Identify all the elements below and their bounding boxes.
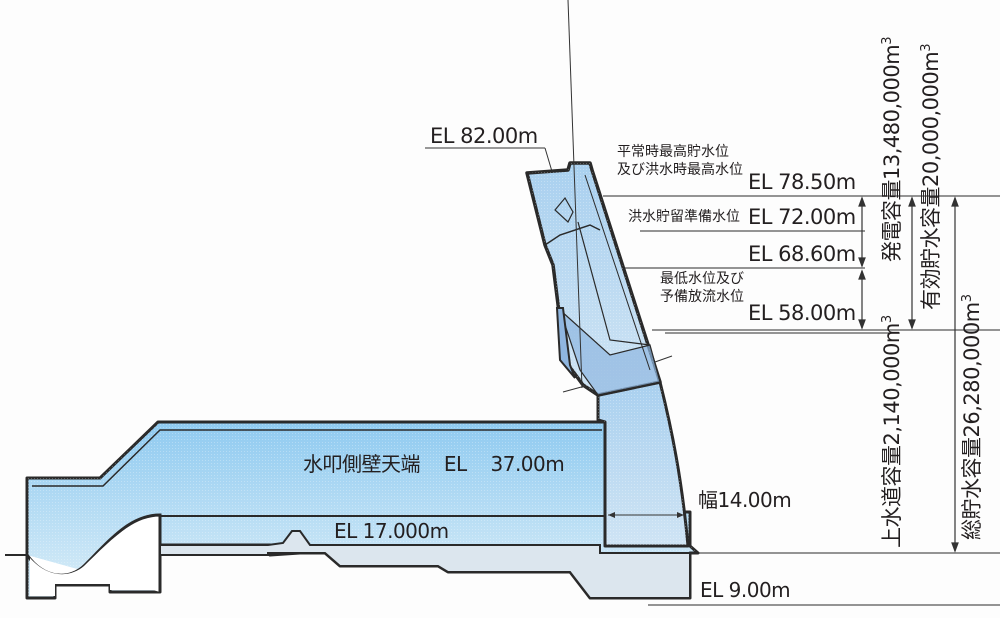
dimension-arrows — [858, 196, 959, 553]
side-wall-label: 水叩側壁天端 EL 37.00m — [303, 452, 565, 476]
crest-elevation-label: EL 82.00m — [430, 124, 538, 148]
level-name-normal-max: 平常時最高貯水位 及び洪水時最高水位 — [617, 143, 743, 179]
side-wall-value: 37.00m — [490, 452, 565, 476]
stilling-basin — [5, 420, 700, 600]
pier-width-label: 幅14.00m — [698, 488, 792, 512]
foundation-elevation-label: EL 9.00m — [700, 578, 791, 602]
effective-capacity-label: 有効貯水容量20,000,000m3 — [915, 44, 945, 310]
level-name-line1: 最低水位及び — [660, 271, 744, 287]
floor-elevation-label: EL 17.000m — [334, 519, 449, 543]
dam-gate-structure — [525, 0, 673, 397]
level-name-line2: 及び洪水時最高水位 — [617, 162, 743, 178]
dam-pier — [596, 380, 690, 548]
power-capacity-name: 発電容量 — [880, 180, 904, 262]
unit-superscript: 3 — [919, 44, 934, 52]
level-elevation-68-60: EL 68.60m — [748, 242, 856, 266]
total-capacity-name: 総貯水容量 — [960, 437, 984, 541]
total-capacity-value: 26,280,000m — [960, 302, 984, 438]
level-lines — [603, 195, 1000, 606]
side-wall-name: 水叩側壁天端 — [303, 452, 421, 476]
level-name-line1: 平常時最高貯水位 — [617, 144, 729, 160]
level-elevation-78-50: EL 78.50m — [748, 170, 856, 194]
water-supply-capacity-name: 上水道容量 — [880, 445, 904, 549]
total-capacity-label: 総貯水容量26,280,000m3 — [956, 295, 986, 540]
power-capacity-label: 発電容量13,480,000m3 — [876, 37, 906, 262]
unit-superscript: 3 — [880, 315, 895, 324]
unit-superscript: 3 — [880, 37, 895, 45]
effective-capacity-name: 有効貯水容量 — [919, 187, 943, 310]
level-name-minimum: 最低水位及び 予備放流水位 — [660, 270, 744, 306]
level-name-flood-prep: 洪水貯留準備水位 — [628, 209, 740, 225]
side-wall-el: EL — [443, 452, 467, 476]
level-name-line2: 予備放流水位 — [660, 289, 744, 305]
water-supply-capacity-label: 上水道容量2,140,000m3 — [876, 315, 906, 548]
level-elevation-72-00: EL 72.00m — [748, 205, 856, 229]
power-capacity-value: 13,480,000m — [880, 44, 904, 180]
unit-superscript: 3 — [960, 294, 975, 303]
effective-capacity-value: 20,000,000m — [919, 51, 943, 187]
water-supply-capacity-value: 2,140,000m — [880, 323, 904, 446]
level-elevation-58-00: EL 58.00m — [748, 301, 856, 325]
